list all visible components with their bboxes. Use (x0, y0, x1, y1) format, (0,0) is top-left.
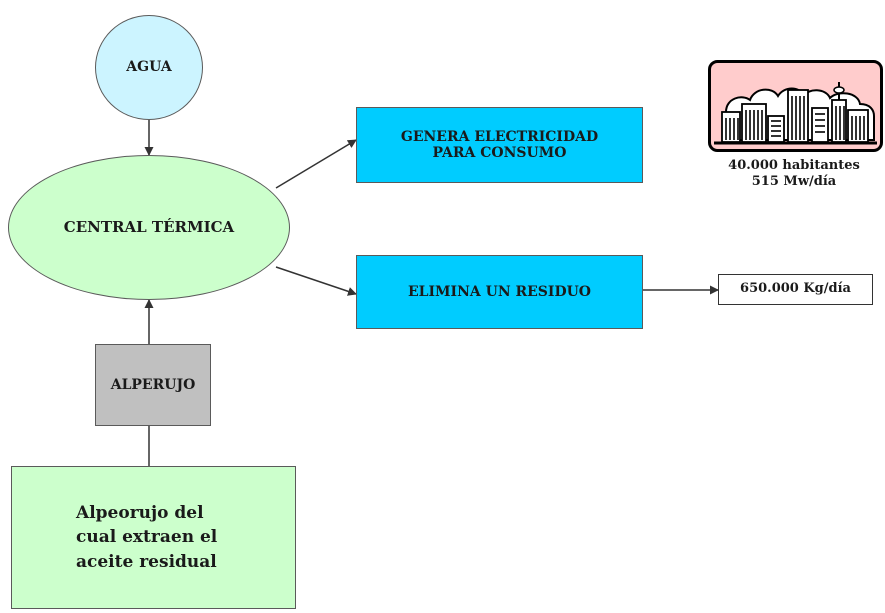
city-caption: 40.000 habitantes 515 Mw/día (705, 158, 883, 191)
edge-central-to-elimina (275, 266, 357, 296)
edge-central-to-electricidad (275, 139, 357, 189)
node-alperujo: ALPERUJO (95, 344, 211, 426)
node-agua: AGUA (95, 15, 203, 120)
node-alpeorujo-source-label: Alpeorujo del cual extraen el aceite res… (76, 502, 218, 572)
node-elimina-residuo-label: ELIMINA UN RESIDUO (407, 283, 592, 300)
node-central-termica-label: CENTRAL TÉRMICA (63, 217, 235, 236)
node-agua-label: AGUA (126, 59, 172, 76)
node-elimina-residuo: ELIMINA UN RESIDUO (356, 255, 643, 329)
node-alpeorujo-source: Alpeorujo del cual extraen el aceite res… (11, 466, 296, 609)
node-genera-electricidad: GENERA ELECTRICIDAD PARA CONSUMO (356, 107, 643, 183)
node-residuo-amount-label: 650.000 Kg/día (740, 281, 851, 297)
city-skyline-icon (708, 60, 883, 152)
node-residuo-amount: 650.000 Kg/día (718, 274, 873, 305)
node-central-termica: CENTRAL TÉRMICA (8, 155, 290, 300)
city-consumption: 515 Mw/día (751, 174, 837, 190)
node-genera-electricidad-label: GENERA ELECTRICIDAD PARA CONSUMO (400, 128, 599, 161)
node-alperujo-label: ALPERUJO (110, 376, 196, 393)
city-population: 40.000 habitantes (728, 158, 860, 173)
